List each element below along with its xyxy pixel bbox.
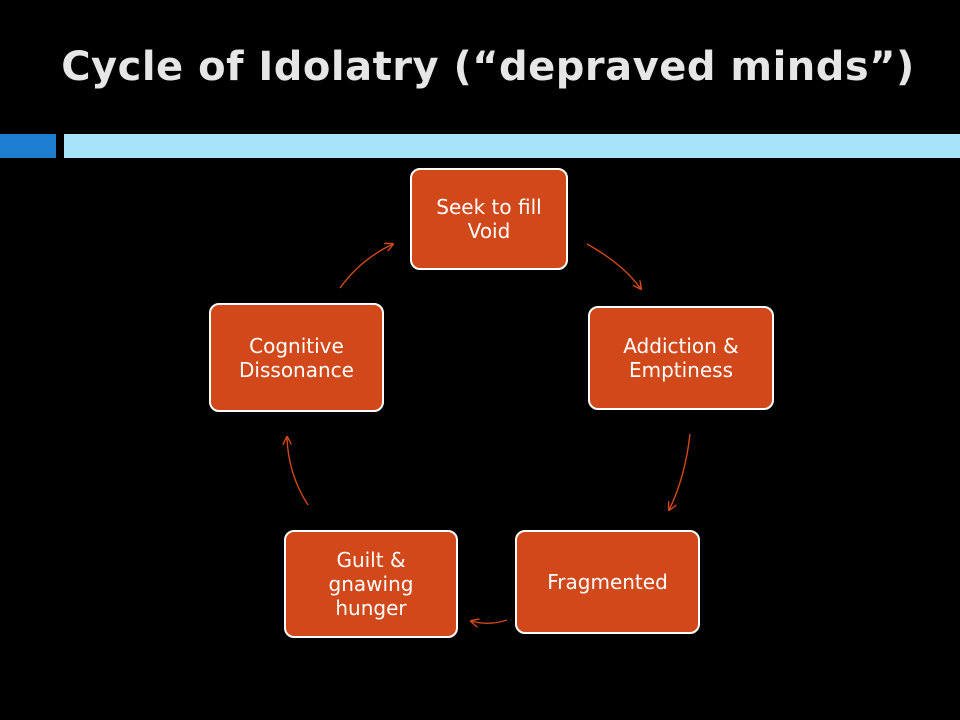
arrow-guilt-to-cognitive — [287, 437, 309, 506]
title-rule-bar — [64, 134, 960, 158]
cycle-node-label: Guilt & gnawing hunger — [328, 548, 414, 620]
cycle-node-label: Fragmented — [547, 570, 668, 594]
arrow-cognitive-to-seek — [339, 244, 393, 289]
cycle-node-seek-to-fill-void: Seek to fill Void — [410, 168, 568, 270]
cycle-node-addiction-emptiness: Addiction & Emptiness — [588, 306, 774, 410]
cycle-node-label: Seek to fill Void — [436, 195, 542, 243]
title-rule-accent — [0, 134, 56, 158]
slide-title: Cycle of Idolatry (“depraved minds”) — [61, 44, 915, 90]
arrow-addiction-to-fragmented — [669, 433, 691, 510]
cycle-node-guilt-gnawing-hunger: Guilt & gnawing hunger — [284, 530, 458, 638]
cycle-node-fragmented: Fragmented — [515, 530, 700, 634]
arrow-fragmented-to-guilt — [471, 620, 508, 623]
arrow-seek-to-addiction — [586, 243, 641, 289]
cycle-node-label: Cognitive Dissonance — [239, 333, 354, 382]
cycle-node-label: Addiction & Emptiness — [623, 334, 739, 382]
cycle-node-cognitive-dissonance: Cognitive Dissonance — [209, 303, 384, 412]
